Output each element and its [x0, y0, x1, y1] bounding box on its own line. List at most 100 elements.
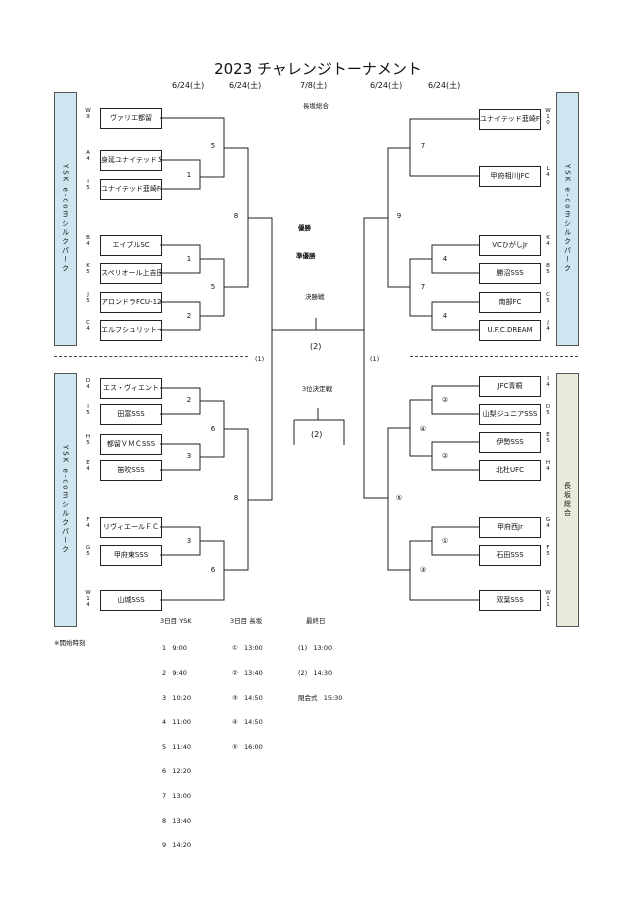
divider	[54, 356, 248, 357]
team-box: 石田SSS	[479, 545, 541, 566]
match-number: 6	[210, 425, 216, 433]
match-number: 4	[442, 312, 448, 320]
venue-label: 長坂総合	[303, 102, 329, 110]
champion-label: 優勝	[298, 224, 311, 232]
venue-panel-bottom-left: YSK e-comシルクパーク	[54, 373, 77, 627]
team-box: U.F.C.DREAM	[479, 320, 541, 341]
match-number: 4	[442, 255, 448, 263]
schedule-row: (2) 14:30	[298, 669, 333, 678]
schedule-row: ① 13:00	[232, 644, 263, 653]
team-box: エイブルSC	[100, 235, 162, 256]
schedule-row: ③ 14:50	[232, 693, 263, 702]
page-title: 2023 チャレンジトーナメント	[214, 60, 422, 78]
match-number: 3	[186, 537, 192, 545]
match-number: 1	[186, 255, 192, 263]
match-number: ②	[441, 396, 449, 404]
schedule-final-list: (1) 13:00 (2) 14:30 閉会式 15:30	[298, 628, 342, 710]
team-box: 田富SSS	[100, 404, 162, 425]
match-number: 6	[210, 566, 216, 574]
schedule-row: 閉会式 15:30	[298, 693, 343, 702]
date-label: 6/24(土)	[229, 81, 262, 90]
schedule-row: 1 9:00	[162, 644, 187, 653]
schedule-row: ⑤ 16:00	[232, 742, 263, 751]
match-number: ⑤	[395, 494, 403, 502]
date-label: 7/8(土)	[300, 81, 328, 90]
schedule-row: ④ 14:50	[232, 718, 263, 727]
schedule-final-title: 最終日	[306, 617, 326, 625]
semi-left-number: (1)	[255, 355, 265, 363]
match-number: 8	[233, 494, 239, 502]
match-number: 1	[186, 171, 192, 179]
date-label: 6/24(土)	[172, 81, 205, 90]
date-label: 6/24(土)	[370, 81, 403, 90]
schedule-row: 7 13:00	[162, 792, 192, 801]
schedule-nagasaka-title: 3日目 長坂	[230, 617, 263, 625]
match-number: 2	[186, 396, 192, 404]
runner-up-label: 準優勝	[296, 252, 316, 260]
team-box: ユナイテッド韮崎FC	[479, 109, 541, 130]
schedule-ysk-list: 1 9:00 2 9:40 3 10:20 4 11:00 5 11:40 6 …	[162, 628, 191, 858]
team-box: 甲府西Jr	[479, 517, 541, 538]
match-number: 8	[233, 212, 239, 220]
schedule-row: 5 11:40	[162, 742, 192, 751]
schedule-row: 2 9:40	[162, 669, 187, 678]
match-number: 3	[186, 452, 192, 460]
match-number: ②	[441, 452, 449, 460]
team-box: JFC青桐	[479, 376, 541, 397]
date-label: 6/24(土)	[428, 81, 461, 90]
schedule-row: 9 14:20	[162, 841, 192, 850]
match-number: 9	[396, 212, 402, 220]
schedule-row: 4 11:00	[162, 718, 192, 727]
schedule-row: 6 12:20	[162, 767, 192, 776]
match-number: ③	[419, 566, 427, 574]
team-box: 伊勢SSS	[479, 432, 541, 453]
schedule-nagasaka-list: ① 13:00 ② 13:40 ③ 14:50 ④ 14:50 ⑤ 16:00	[232, 628, 263, 759]
match-number: 7	[420, 283, 426, 291]
final-label: 決勝戦	[305, 293, 325, 301]
schedule-row: 8 13:40	[162, 816, 192, 825]
team-box: 笛吹SSS	[100, 460, 162, 481]
match-number: ④	[419, 425, 427, 433]
venue-panel-bottom-right: 長坂総合	[556, 373, 579, 627]
team-box: 山梨ジュニアSSS	[479, 404, 541, 425]
team-box: 勝沼SSS	[479, 263, 541, 284]
semi-right-number: (1)	[370, 355, 380, 363]
match-number: 7	[420, 142, 426, 150]
final-match-number: (2)	[310, 342, 322, 351]
divider	[410, 356, 578, 357]
match-number: 2	[186, 312, 192, 320]
schedule-note: ※開始時刻	[54, 639, 86, 647]
team-box: VCひがしJr	[479, 235, 541, 256]
third-match-number: (2)	[311, 430, 323, 439]
match-number: 5	[210, 142, 216, 150]
team-box: 北杜UFC	[479, 460, 541, 481]
match-number: ①	[441, 537, 449, 545]
team-box: 甲府相川JFC	[479, 166, 541, 187]
schedule-row: (1) 13:00	[298, 644, 333, 653]
match-number: 5	[210, 283, 216, 291]
